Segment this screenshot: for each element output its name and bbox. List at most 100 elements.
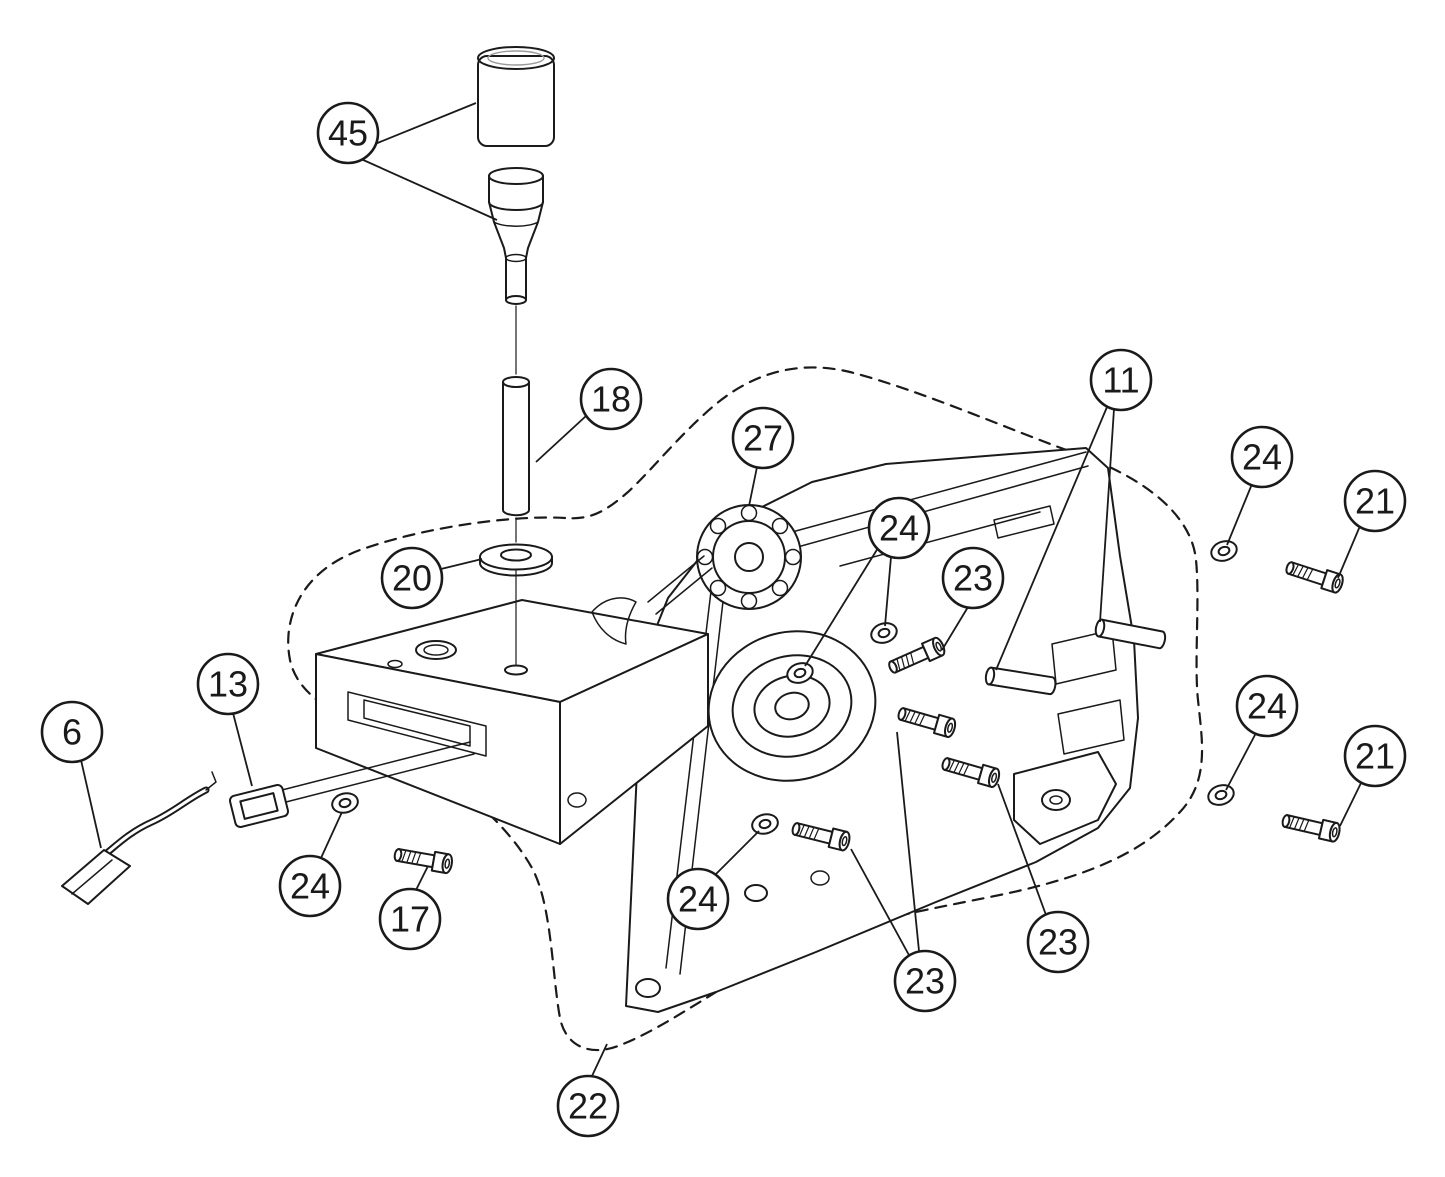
- callout-24-lower-left-circle: [278, 854, 342, 918]
- callout-13-leader: [232, 712, 253, 787]
- callout-24-middle-label: 24: [879, 508, 919, 549]
- callout-24-lower-right: 24: [1235, 674, 1299, 738]
- flat-washer: [329, 789, 361, 817]
- callout-24-top-right-leader: [1226, 483, 1253, 546]
- oiler-plug: [488, 167, 544, 305]
- sealing-washer: [479, 543, 553, 577]
- callout-27-circle: [731, 406, 795, 470]
- callout-20-label: 20: [392, 558, 432, 599]
- callout-20-leader: [440, 558, 483, 570]
- flat-washer: [1204, 780, 1238, 810]
- crank-bore: [707, 630, 877, 782]
- callout-24-middle: 24: [867, 496, 931, 560]
- guide-slot-lines: [281, 741, 475, 803]
- callout-21-top-right: 21: [1343, 469, 1407, 533]
- callout-24-top-right-label: 24: [1242, 437, 1282, 478]
- callout-24-lower-left-leader: [320, 811, 343, 859]
- callout-23-right-label: 23: [1038, 922, 1078, 963]
- callout-23-bottom-leader: [850, 848, 911, 958]
- callout-18-label: 18: [591, 379, 631, 420]
- frame-beams: [647, 555, 713, 615]
- callout-45-circle: [316, 101, 380, 165]
- callout-23-middle-circle: [941, 546, 1005, 610]
- callout-24-lower-right-label: 24: [1247, 686, 1287, 727]
- dowel-pin: [502, 376, 530, 517]
- callout-20-circle: [380, 546, 444, 610]
- callout-11-leader: [1099, 408, 1115, 623]
- callout-18-leader: [535, 415, 587, 463]
- callout-23-bottom: 23: [893, 949, 957, 1013]
- callout-6: 6: [40, 700, 104, 764]
- callout-17-label: 17: [390, 899, 430, 940]
- callout-24-middle-leader: [804, 547, 879, 667]
- callout-45-leader: [360, 158, 498, 221]
- callout-22-circle: [556, 1074, 620, 1138]
- callout-45-label: 45: [328, 113, 368, 154]
- flat-washer: [1207, 536, 1241, 566]
- callout-11-label: 11: [1102, 360, 1139, 401]
- socket-bolt: [1279, 810, 1343, 844]
- leader-lines: [80, 102, 1363, 1077]
- callout-23-bottom-label: 23: [905, 961, 945, 1002]
- callout-24-bottom-leader: [715, 830, 760, 875]
- callout-24-lower-right-leader: [1225, 732, 1257, 791]
- callout-21-top-right-circle: [1343, 469, 1407, 533]
- callout-21-lower-right-leader: [1339, 780, 1363, 827]
- callout-45-leader: [374, 102, 477, 145]
- callout-27: 27: [731, 406, 795, 470]
- callout-11: 11: [1089, 348, 1153, 412]
- callout-21-top-right-label: 21: [1355, 481, 1395, 522]
- callout-22-label: 22: [568, 1086, 608, 1127]
- callout-13-circle: [196, 652, 260, 716]
- callout-24-bottom-label: 24: [678, 879, 718, 920]
- callout-24-bottom-circle: [666, 867, 730, 931]
- callout-23-right-circle: [1026, 910, 1090, 974]
- callout-24-lower-left: 24: [278, 854, 342, 918]
- callout-6-label: 6: [62, 712, 82, 753]
- callout-13-label: 13: [208, 664, 248, 705]
- callout-22: 22: [556, 1074, 620, 1138]
- callout-45: 45: [316, 101, 380, 165]
- chain-tension-lever: [61, 771, 217, 905]
- callout-23-middle: 23: [941, 546, 1005, 610]
- callout-23-middle-label: 23: [953, 558, 993, 599]
- retainer-clip: [228, 784, 290, 828]
- callout-27-leader: [748, 466, 758, 507]
- callout-23-right: 23: [1026, 910, 1090, 974]
- callout-24-lower-left-label: 24: [290, 866, 330, 907]
- callout-23-bottom-leader: [896, 731, 920, 952]
- callout-21-lower-right: 21: [1343, 724, 1407, 788]
- callout-6-leader: [80, 759, 102, 849]
- callout-balloons: 45 18 27 11 24 21 24 23 20 13 6 24 17 24 22 23 23 24 21: [40, 101, 1407, 1138]
- callout-21-top-right-leader: [1337, 525, 1361, 579]
- callout-11-leader: [995, 406, 1108, 671]
- callout-13: 13: [196, 652, 260, 716]
- socket-bolt: [392, 844, 455, 875]
- callout-24-bottom: 24: [666, 867, 730, 931]
- callout-23-right-leader: [997, 783, 1047, 916]
- callout-23-middle-leader: [941, 606, 969, 651]
- callout-20: 20: [380, 546, 444, 610]
- callout-24-middle-leader: [884, 556, 892, 627]
- callout-6-circle: [40, 700, 104, 764]
- knurled-roller: [477, 46, 555, 147]
- callout-17: 17: [378, 887, 442, 951]
- ball-bearing: [696, 504, 802, 610]
- callout-21-lower-right-circle: [1343, 724, 1407, 788]
- callout-24-top-right-circle: [1230, 425, 1294, 489]
- crankcase-left-half: [315, 597, 709, 845]
- callout-21-lower-right-label: 21: [1355, 736, 1395, 777]
- socket-bolt: [1283, 556, 1346, 595]
- callout-24-lower-right-circle: [1235, 674, 1299, 738]
- callout-23-bottom-circle: [893, 949, 957, 1013]
- callout-18-circle: [579, 367, 643, 431]
- callout-18: 18: [579, 367, 643, 431]
- callout-24-middle-circle: [867, 496, 931, 560]
- callout-17-circle: [378, 887, 442, 951]
- callout-22-leader: [591, 1043, 608, 1077]
- callout-24-top-right: 24: [1230, 425, 1294, 489]
- callout-27-label: 27: [743, 418, 783, 459]
- callout-17-leader: [415, 865, 429, 891]
